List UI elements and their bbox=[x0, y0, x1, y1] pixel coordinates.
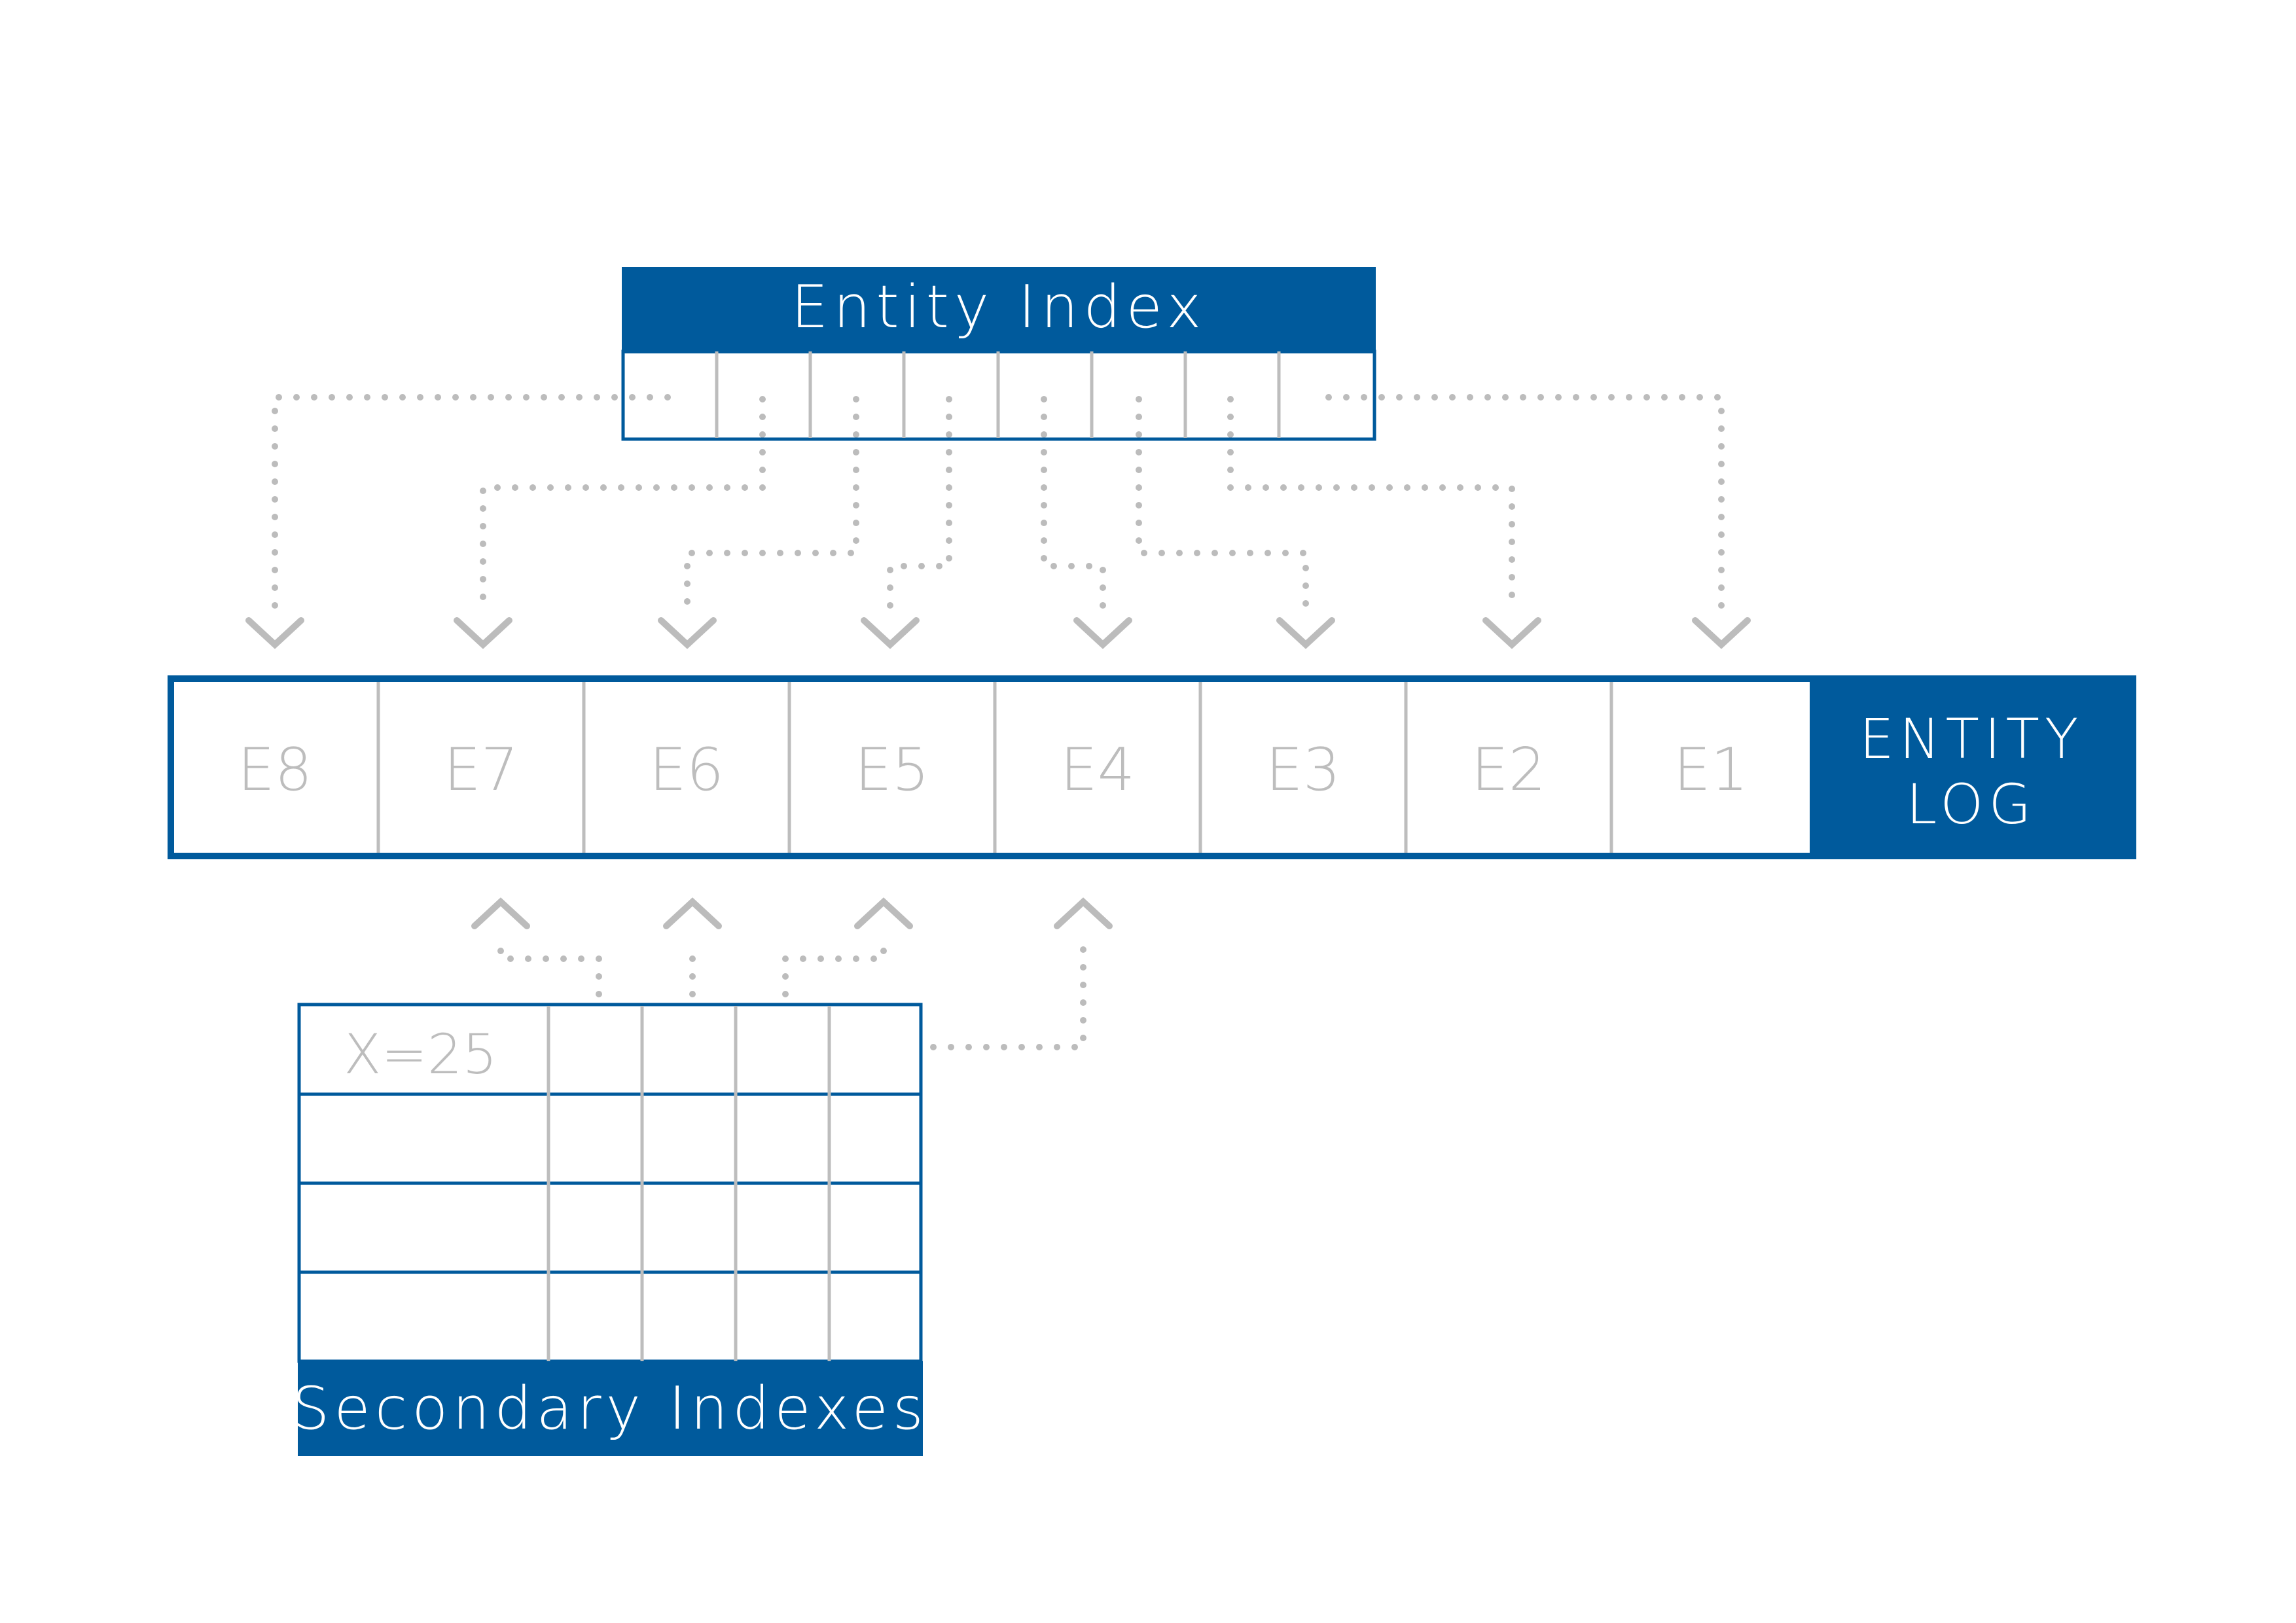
arrowhead-down-e1-icon bbox=[1692, 617, 1751, 649]
arrowhead-up-e5-icon bbox=[854, 897, 913, 929]
log-entry-e5: E5 bbox=[855, 736, 929, 804]
arrowhead-down-e3-icon bbox=[1276, 617, 1335, 649]
secondary-indexes: X=25 Secondary Indexes bbox=[292, 1003, 928, 1456]
entity-index: Entity Index bbox=[621, 267, 1376, 441]
secondary-indexes-row-dividers bbox=[299, 1092, 921, 1274]
entity-index-header bbox=[622, 267, 1376, 353]
connector-to-e8 bbox=[272, 394, 671, 612]
log-entry-e8: E8 bbox=[238, 736, 312, 804]
secondary-index-key: X=25 bbox=[344, 1022, 497, 1086]
connector-to-e6 bbox=[684, 396, 859, 612]
log-entry-e4: E4 bbox=[1060, 736, 1135, 804]
entity-log-title-line2: LOG bbox=[1906, 772, 2036, 836]
connector-secondary-to-e4 bbox=[877, 942, 1086, 1050]
entity-log-frame bbox=[168, 675, 2136, 859]
entity-index-title: Entity Index bbox=[791, 273, 1206, 342]
arrowhead-up-e4-icon bbox=[1054, 897, 1113, 929]
arrowhead-down-e5-icon bbox=[861, 617, 920, 649]
secondary-to-log-connectors bbox=[471, 897, 1113, 1050]
entity-log-dividers bbox=[376, 682, 1613, 853]
arrowhead-down-e8-icon bbox=[245, 617, 304, 649]
arrowhead-down-e7-icon bbox=[454, 617, 512, 649]
entity-log: ENTITY LOG E8 E7 E6 E5 E4 E3 E2 E1 bbox=[168, 675, 2136, 859]
log-entry-e1: E1 bbox=[1674, 736, 1748, 804]
entity-log-entries: E8 E7 E6 E5 E4 E3 E2 E1 bbox=[238, 736, 1748, 804]
log-entry-e6: E6 bbox=[649, 736, 724, 804]
arrowhead-down-e6-icon bbox=[658, 617, 717, 649]
secondary-indexes-title: Secondary Indexes bbox=[292, 1374, 928, 1443]
entity-log-title-line1: ENTITY bbox=[1859, 707, 2084, 771]
log-entry-e7: E7 bbox=[444, 736, 518, 804]
secondary-indexes-header bbox=[298, 1361, 923, 1456]
connector-to-e3 bbox=[1136, 396, 1309, 612]
arrowhead-up-e6-icon bbox=[663, 897, 722, 929]
entity-index-slot-dividers bbox=[715, 351, 1281, 438]
connector-to-e4 bbox=[1041, 396, 1106, 612]
connector-to-e5 bbox=[887, 396, 952, 612]
arrowhead-up-e7-icon bbox=[471, 897, 530, 929]
connector-secondary-to-e5 bbox=[782, 942, 887, 1050]
connector-to-e2 bbox=[1227, 396, 1515, 612]
connector-secondary-to-e7 bbox=[497, 942, 602, 1050]
arrowhead-down-e4-icon bbox=[1073, 617, 1132, 649]
connector-to-e7 bbox=[480, 396, 766, 612]
log-entry-e3: E3 bbox=[1266, 736, 1340, 804]
connector-to-e1 bbox=[1325, 394, 1725, 612]
arrowhead-down-e2-icon bbox=[1482, 617, 1541, 649]
index-to-log-connectors bbox=[245, 394, 1751, 649]
log-entry-e2: E2 bbox=[1471, 736, 1546, 804]
entity-log-header bbox=[1810, 675, 2134, 859]
secondary-indexes-column-dividers bbox=[547, 1006, 831, 1361]
